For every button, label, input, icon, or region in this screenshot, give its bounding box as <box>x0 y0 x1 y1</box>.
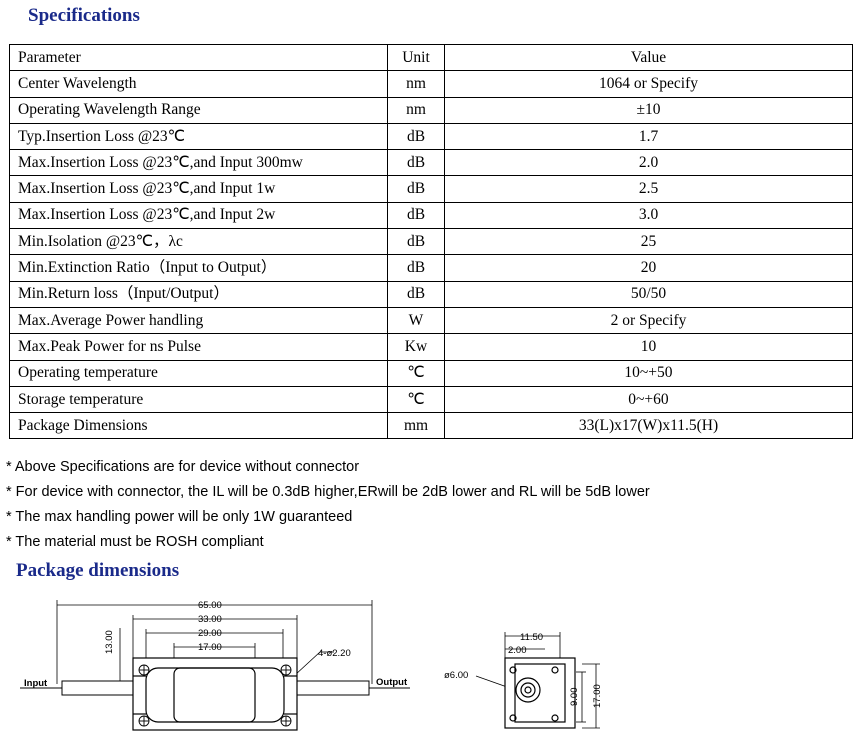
input-label: Input <box>24 678 48 689</box>
unit-cell: dB <box>387 228 445 256</box>
header-unit: Unit <box>387 43 445 72</box>
dim-17: 17.00 <box>198 642 222 653</box>
unit-cell: dB <box>387 201 445 230</box>
value-cell: 0~+60 <box>444 385 853 414</box>
unit-cell: dB <box>387 149 445 177</box>
value-cell: 1.7 <box>444 122 853 151</box>
unit-cell: nm <box>387 96 445 124</box>
specifications-heading: Specifications <box>28 5 140 26</box>
header-value: Value <box>444 43 853 72</box>
note-item: * Above Specifications are for device wi… <box>6 459 360 475</box>
unit-cell: mm <box>387 412 445 440</box>
notes-list: * Above Specifications are for device wi… <box>6 456 650 556</box>
parameter-cell: Min.Extinction Ratio（Input to Output） <box>9 254 388 282</box>
dim-6: ø6.00 <box>444 670 468 681</box>
dim-65: 65.00 <box>198 600 222 611</box>
dim-9: 9.00 <box>569 688 580 707</box>
dim-hole: 4-ø2.20 <box>318 648 351 659</box>
unit-cell: dB <box>387 254 445 282</box>
value-cell: 10~+50 <box>444 359 853 387</box>
parameter-cell: Storage temperature <box>9 385 388 414</box>
unit-cell: Kw <box>387 333 445 361</box>
parameter-cell: Max.Peak Power for ns Pulse <box>9 333 388 361</box>
value-cell: 10 <box>444 333 853 361</box>
parameter-cell: Operating temperature <box>9 359 388 387</box>
unit-cell: nm <box>387 70 445 98</box>
dim-13: 13.00 <box>104 630 115 654</box>
value-cell: ±10 <box>444 96 853 124</box>
parameter-cell: Max.Insertion Loss @23℃,and Input 300mw <box>9 149 388 177</box>
package-dimensions-heading: Package dimensions <box>16 560 180 581</box>
dim-2: 2.00 <box>508 645 527 656</box>
value-cell: 3.0 <box>444 201 853 230</box>
unit-cell: W <box>387 306 445 335</box>
dim-29: 29.00 <box>198 628 222 639</box>
note-item: * The max handling power will be only 1W… <box>6 509 353 525</box>
header-parameter: Parameter <box>9 43 388 72</box>
value-cell: 2.0 <box>444 149 853 177</box>
parameter-cell: Operating Wavelength Range <box>9 96 388 124</box>
unit-cell: dB <box>387 280 445 308</box>
dim-17b: 17.00 <box>592 684 603 708</box>
package-drawing: 65.00 33.00 29.00 17.00 4-ø2.20 13.00 In… <box>20 600 603 731</box>
dim-33: 33.00 <box>198 614 222 625</box>
parameter-cell: Package Dimensions <box>9 412 388 440</box>
parameter-cell: Max.Insertion Loss @23℃,and Input 1w <box>9 175 388 203</box>
value-cell: 25 <box>444 228 853 256</box>
value-cell: 2.5 <box>444 175 853 203</box>
value-cell: 2 or Specify <box>444 306 853 335</box>
note-item: * The material must be ROSH compliant <box>6 534 264 550</box>
value-cell: 33(L)x17(W)x11.5(H) <box>444 412 853 440</box>
unit-cell: dB <box>387 175 445 203</box>
value-cell: 1064 or Specify <box>444 70 853 98</box>
unit-cell: dB <box>387 122 445 151</box>
unit-cell: ℃ <box>387 385 445 414</box>
parameter-cell: Max.Insertion Loss @23℃,and Input 2w <box>9 201 388 230</box>
parameter-cell: Max.Average Power handling <box>9 306 388 335</box>
value-cell: 50/50 <box>444 280 853 308</box>
dim-11-5: 11.50 <box>520 632 543 643</box>
parameter-cell: Center Wavelength <box>9 70 388 98</box>
parameter-cell: Min.Return loss（Input/Output） <box>9 280 388 308</box>
output-label: Output <box>376 677 408 688</box>
parameter-cell: Min.Isolation @23℃，λc <box>9 228 388 256</box>
note-item: * For device with connector, the IL will… <box>6 484 650 500</box>
unit-cell: ℃ <box>387 359 445 387</box>
value-cell: 20 <box>444 254 853 282</box>
parameter-cell: Typ.Insertion Loss @23℃ <box>9 122 388 151</box>
